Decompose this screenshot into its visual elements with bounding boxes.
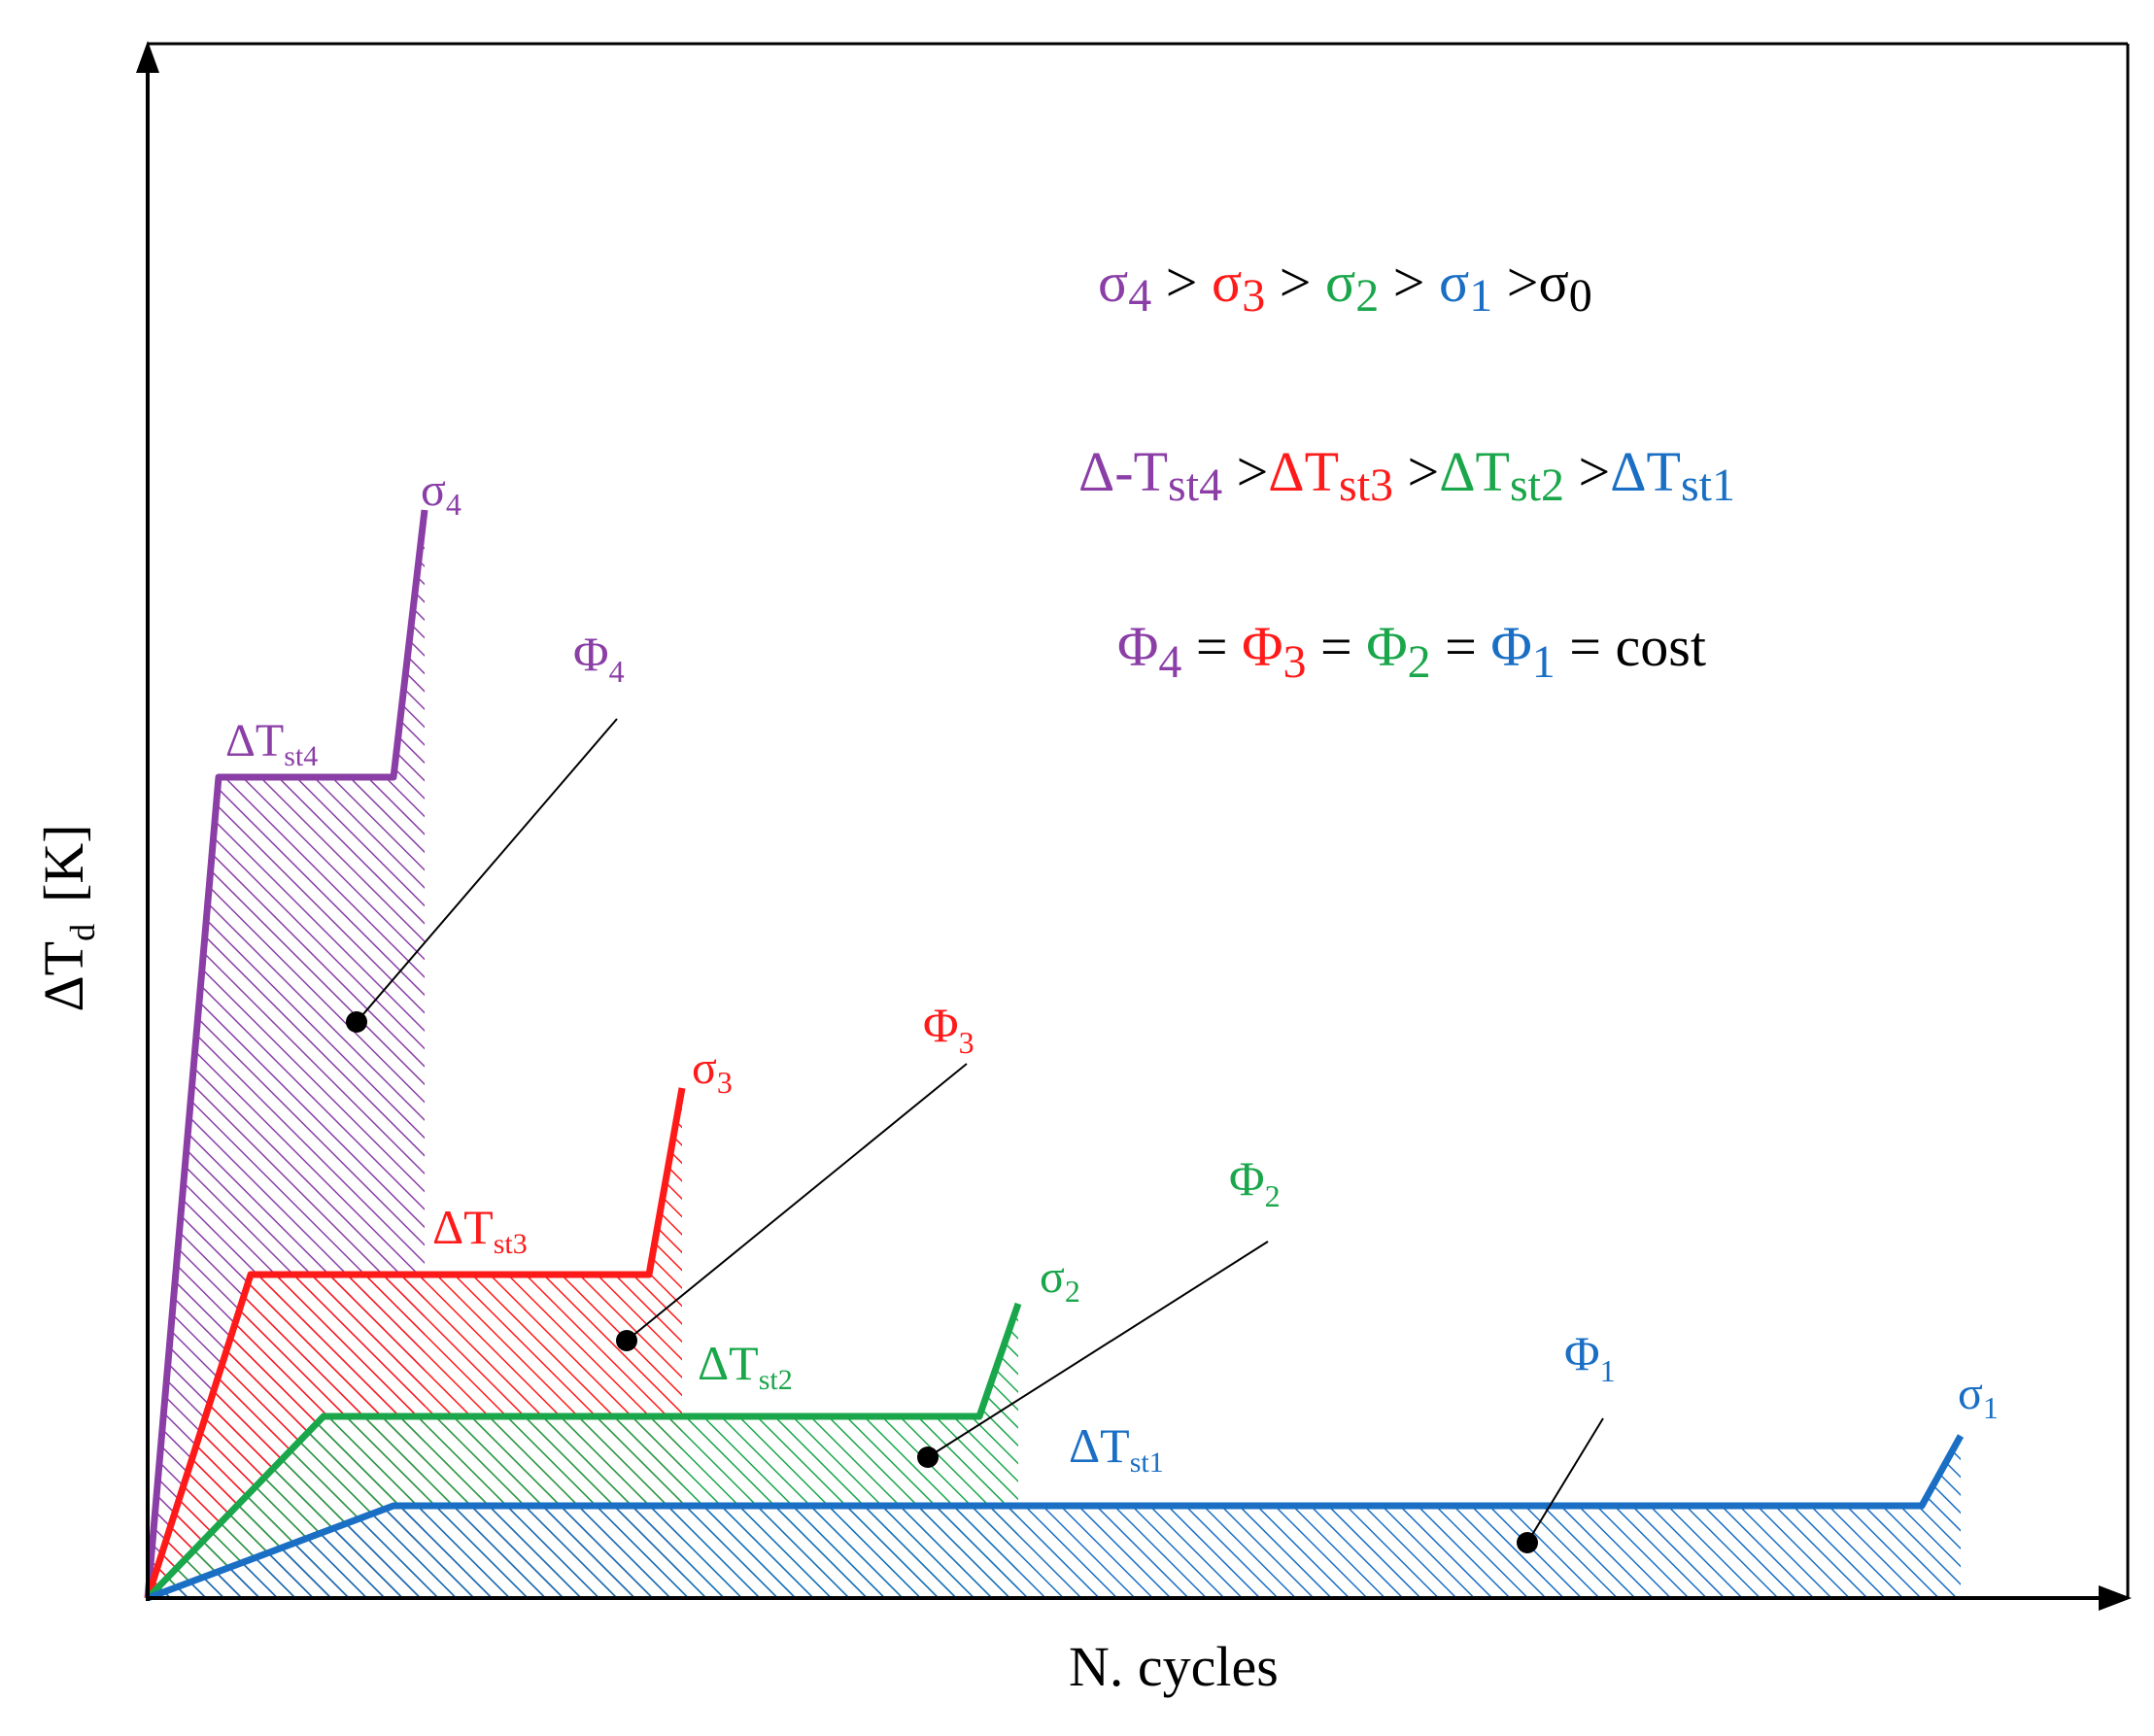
label-dtst1: ΔTst1: [1069, 1418, 1164, 1479]
label-sigma2: σ2: [1040, 1251, 1080, 1309]
leader-phi4: [356, 718, 618, 1023]
curves: [144, 509, 1965, 1602]
hatched-areas: [148, 510, 1961, 1598]
label-sigma4: σ4: [421, 464, 462, 522]
y-axis-arrow: [136, 41, 159, 73]
x-axis-arrow: [2099, 1585, 2132, 1611]
axes: [136, 41, 2132, 1611]
curve-sigma1: [146, 1434, 1965, 1602]
label-phi2: Φ2: [1229, 1151, 1281, 1213]
curve-sigma4: [144, 509, 428, 1599]
dot-phi4: [346, 1011, 367, 1033]
x-axis-label: N. cycles: [1069, 1635, 1279, 1698]
relation-phi: Φ4 = Φ3 = Φ2 = Φ1 = cost: [1117, 615, 1706, 690]
relations: σ4 > σ3 > σ2 > σ1 >σ0 Δ-Tst4 >ΔTst3 >ΔTs…: [1078, 251, 1735, 690]
relation-sigma: σ4 > σ3 > σ2 > σ1 >σ0: [1098, 251, 1592, 323]
axis-labels: N. cycles ΔTd[K]: [32, 824, 1279, 1698]
dot-phi2: [917, 1447, 939, 1468]
label-dtst4: ΔTst4: [225, 715, 318, 772]
area-phi1: [148, 1436, 1961, 1598]
dot-phi3: [616, 1330, 637, 1351]
label-sigma3: σ3: [692, 1042, 733, 1100]
curve-sigma3: [144, 1087, 686, 1600]
label-dtst2: ΔTst2: [698, 1336, 793, 1396]
curve-labels: σ4 ΔTst4 Φ4 σ3 ΔTst3 Φ3 σ2 ΔTst2 Φ2 σ1 Δ…: [225, 464, 1999, 1479]
leaders: [346, 718, 1604, 1553]
label-dtst3: ΔTst3: [432, 1200, 528, 1260]
leader-phi1: [1526, 1417, 1604, 1544]
y-axis-label: ΔTd[K]: [32, 824, 102, 1011]
label-sigma1: σ1: [1958, 1368, 1999, 1425]
plot-frame: [148, 42, 2130, 1598]
relation-dt: Δ-Tst4 >ΔTst3 >ΔTst2 >ΔTst1: [1078, 440, 1735, 513]
label-phi4: Φ4: [573, 627, 625, 689]
leader-phi2: [927, 1241, 1269, 1458]
curve-sigma2: [145, 1302, 1022, 1601]
label-phi1: Φ1: [1564, 1326, 1616, 1388]
dot-phi1: [1517, 1532, 1538, 1553]
label-phi3: Φ3: [923, 998, 974, 1060]
leader-phi3: [626, 1063, 968, 1342]
